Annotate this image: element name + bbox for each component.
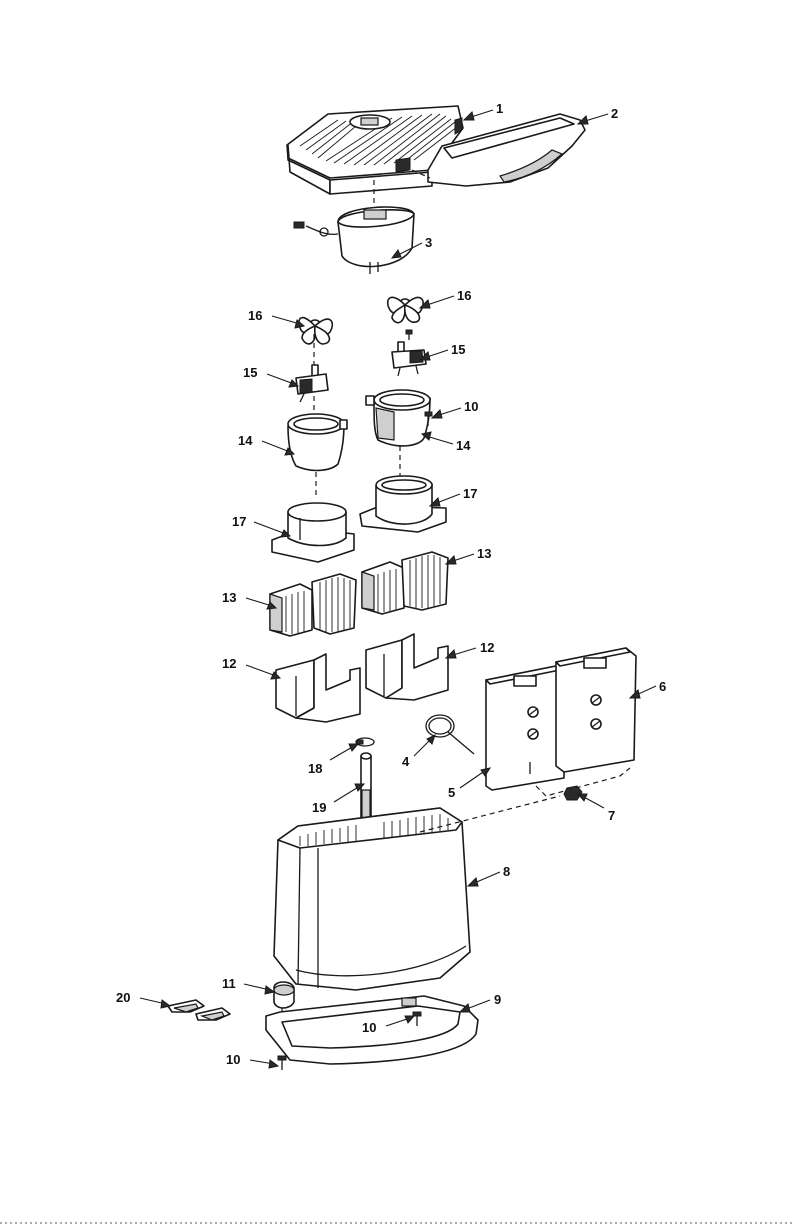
callout-label-4: 4 — [402, 754, 410, 769]
callout-1: 1 — [464, 101, 503, 120]
callout-16-right: 16 — [420, 288, 471, 308]
callout-14-left: 14 — [238, 433, 294, 455]
callout-label-17-left: 17 — [232, 514, 246, 529]
callout-label-2: 2 — [611, 106, 618, 121]
callout-label-3: 3 — [425, 235, 432, 250]
callout-label-17-right: 17 — [463, 486, 477, 501]
callout-8: 8 — [468, 864, 510, 886]
part-tray-right — [366, 634, 448, 700]
callout-15-right: 15 — [420, 342, 465, 360]
part-float-clip — [356, 738, 374, 746]
callout-label-13-left: 13 — [222, 590, 236, 605]
callout-label-10-lower: 10 — [226, 1052, 240, 1067]
part-cup-left — [288, 396, 347, 470]
callout-4: 4 — [402, 735, 435, 769]
callout-2: 2 — [578, 106, 618, 124]
callout-label-10-center: 10 — [362, 1020, 376, 1035]
callout-9: 9 — [460, 992, 501, 1012]
callout-label-5: 5 — [448, 785, 455, 800]
callout-5: 5 — [448, 768, 490, 800]
callout-10-lower: 10 — [226, 1052, 278, 1068]
callout-label-15-left: 15 — [243, 365, 257, 380]
callout-12-right: 12 — [446, 640, 494, 658]
callout-label-11: 11 — [222, 976, 236, 991]
callout-label-9: 9 — [494, 992, 501, 1007]
callout-14-right: 14 — [422, 432, 471, 453]
part-stand-left — [272, 472, 354, 562]
part-filter-right — [362, 552, 448, 614]
callout-label-6: 6 — [659, 679, 666, 694]
part-fan-right — [388, 297, 423, 322]
callout-11: 11 — [222, 976, 274, 994]
callout-label-14-left: 14 — [238, 433, 253, 448]
callout-16-left: 16 — [248, 308, 304, 328]
part-feet — [168, 1000, 230, 1020]
callout-label-12-left: 12 — [222, 656, 236, 671]
callout-label-13-right: 13 — [477, 546, 491, 561]
callout-label-7: 7 — [608, 808, 615, 823]
callout-13-left: 13 — [222, 590, 276, 609]
callout-13-right: 13 — [446, 546, 491, 564]
callout-label-16-left: 16 — [248, 308, 262, 323]
callout-label-19: 19 — [312, 800, 326, 815]
callout-19: 19 — [312, 784, 364, 815]
part-bottle-left — [486, 666, 564, 790]
callout-label-16-right: 16 — [457, 288, 471, 303]
callout-18: 18 — [308, 744, 358, 776]
callout-label-8: 8 — [503, 864, 510, 879]
callout-label-15-right: 15 — [451, 342, 465, 357]
callout-label-20: 20 — [116, 990, 130, 1005]
part-screw-lower-left — [278, 1056, 286, 1070]
part-fan-left — [299, 318, 332, 344]
part-bottle-cap — [564, 786, 582, 800]
part-base-tank — [274, 796, 560, 990]
callout-10-upper: 10 — [432, 399, 478, 418]
part-filter-left — [270, 574, 356, 636]
callout-17-right: 17 — [430, 486, 477, 506]
callout-15-left: 15 — [243, 365, 298, 387]
part-o-ring — [426, 715, 474, 754]
callout-label-12-right: 12 — [480, 640, 494, 655]
part-cup-right — [366, 390, 430, 476]
callout-label-18: 18 — [308, 761, 322, 776]
callout-label-1: 1 — [496, 101, 503, 116]
part-tray-left — [276, 654, 360, 722]
callout-7: 7 — [578, 794, 615, 823]
callout-label-14-right: 14 — [456, 438, 471, 453]
callout-20: 20 — [116, 990, 170, 1008]
part-motor-housing — [294, 180, 414, 274]
callout-17-left: 17 — [232, 514, 290, 537]
callout-12-left: 12 — [222, 656, 280, 679]
part-motor-right — [392, 330, 426, 376]
callout-label-10-upper: 10 — [464, 399, 478, 414]
